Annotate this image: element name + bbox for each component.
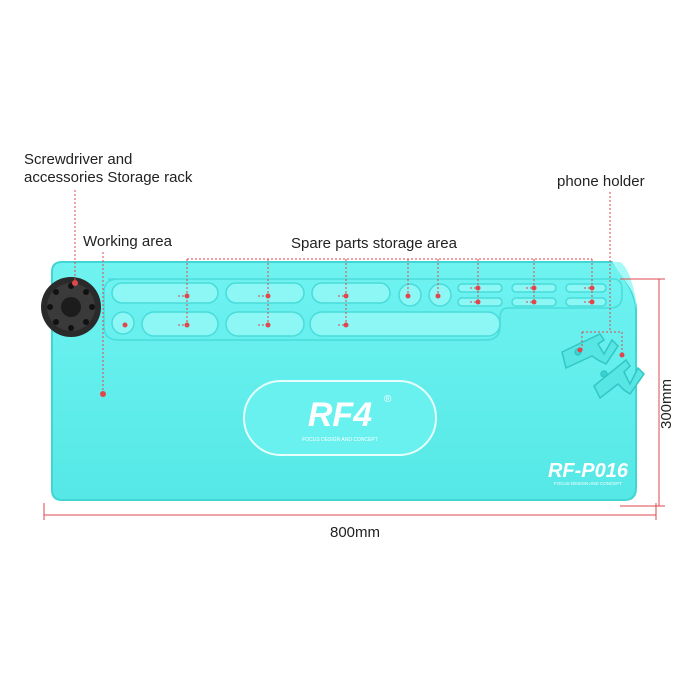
working-area-label: Working area xyxy=(83,233,172,250)
width-dimension-line xyxy=(43,503,657,520)
brand-registered-mark: ® xyxy=(384,394,392,405)
width-dimension-label: 800mm xyxy=(330,524,381,541)
phone-holder-label: phone holder xyxy=(557,173,645,190)
model-number: RF-P016 xyxy=(548,460,629,482)
logo-plate xyxy=(243,380,437,456)
callout-lines xyxy=(74,190,623,392)
phone-holder xyxy=(561,333,645,400)
brand-slogan: FOCUS DESIGN AND CONCEPT xyxy=(302,437,378,443)
callout-dots xyxy=(72,280,625,397)
model-slogan: FOCUS DESIGN AND CONCEPT xyxy=(554,481,622,486)
brand-logo: RF4 xyxy=(308,396,372,434)
storage-rack-label-line1: Screwdriver and xyxy=(24,151,133,168)
storage-rack-label-line2: accessories Storage rack xyxy=(24,169,193,186)
parts-slots xyxy=(103,278,623,341)
height-dimension-line xyxy=(620,278,665,507)
spare-parts-label: Spare parts storage area xyxy=(291,235,457,252)
screwdriver-rack xyxy=(41,277,101,337)
storage-rack-label: Screwdriver and accessories Storage rack xyxy=(24,151,192,187)
